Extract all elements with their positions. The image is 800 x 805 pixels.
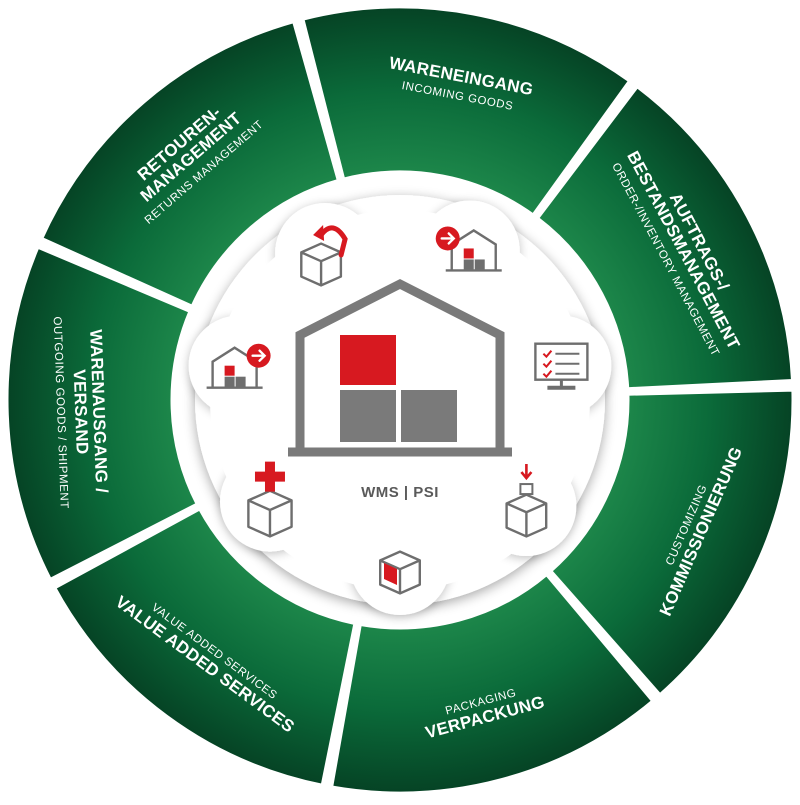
value-added-services-box-icon — [247, 461, 293, 538]
order-inventory-monitor-icon — [534, 342, 589, 390]
segment-warenausgang — [5, 245, 200, 582]
packaging-box-icon — [379, 550, 421, 595]
central-warehouse-icon — [288, 278, 512, 457]
outgoing-goods-icon — [206, 343, 271, 389]
segment-kommissionierung — [548, 388, 795, 697]
segment-title: VERSAND — [70, 369, 92, 455]
segment-verpackung — [329, 572, 655, 795]
inner-white-disc — [188, 195, 612, 615]
segment-wareneingang — [301, 5, 632, 218]
incoming-goods-icon — [435, 226, 502, 272]
process-icons — [206, 224, 589, 595]
inner-disc-cover — [210, 210, 590, 590]
picking-box-icon — [505, 464, 548, 538]
returns-box-icon — [300, 224, 348, 287]
segment-retouren — [39, 19, 341, 309]
ring-segments — [5, 5, 795, 795]
segment-vas — [52, 506, 357, 787]
center-label: WMS | PSI — [361, 484, 439, 501]
segment-auftrags — [535, 84, 795, 391]
